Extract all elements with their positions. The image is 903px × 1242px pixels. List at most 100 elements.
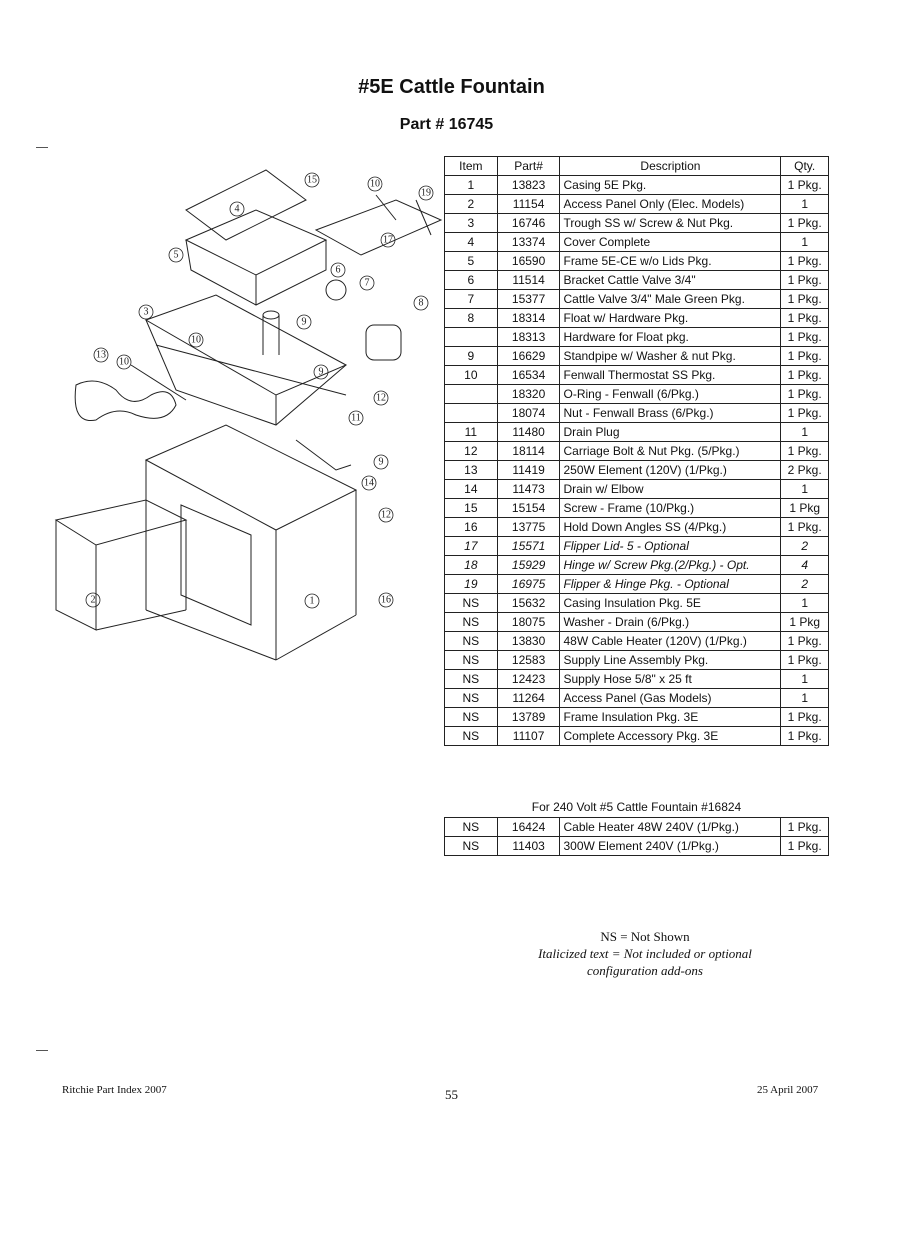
frame-part: [184, 209, 328, 276]
part-number-cell: 18314: [496, 308, 561, 328]
item-cell: NS: [444, 669, 498, 689]
qty-cell: 1 Pkg.: [780, 650, 829, 670]
part-number-cell: 18074: [496, 403, 561, 423]
item-cell: NS: [444, 836, 498, 856]
page-title: #5E Cattle Fountain: [358, 76, 545, 98]
callout-label: 16: [381, 595, 391, 606]
callout-label: 14: [364, 478, 374, 489]
flipper-lid-part: [314, 199, 443, 256]
description-cell: Bracket Cattle Valve 3/4": [559, 270, 782, 290]
qty-cell: 1 Pkg: [780, 612, 829, 632]
qty-cell: 1 Pkg.: [780, 441, 829, 461]
description-cell: Flipper Lid- 5 - Optional: [559, 536, 782, 556]
description-cell: 48W Cable Heater (120V) (1/Pkg.): [559, 631, 782, 651]
qty-cell: 1 Pkg: [780, 498, 829, 518]
item-cell: 2: [444, 194, 498, 214]
description-cell: Flipper & Hinge Pkg. - Optional: [559, 574, 782, 594]
description-cell: Access Panel Only (Elec. Models): [559, 194, 782, 214]
qty-cell: 1 Pkg.: [780, 726, 829, 746]
part-number-cell: 16424: [496, 817, 561, 837]
table-header-row: Item Part# Description Qty.: [444, 156, 829, 176]
qty-cell: 1 Pkg.: [780, 346, 829, 366]
part-number-cell: 15571: [496, 536, 561, 556]
qty-cell: 1 Pkg.: [780, 251, 829, 271]
part-number-cell: 16629: [496, 346, 561, 366]
item-cell: NS: [444, 707, 498, 727]
description-cell: Supply Hose 5/8" x 25 ft: [559, 669, 782, 689]
item-cell: 19: [444, 574, 498, 594]
part-number-cell: 11419: [496, 460, 561, 480]
description-cell: 300W Element 240V (1/Pkg.): [559, 836, 782, 856]
part-number-cell: 15377: [496, 289, 561, 309]
item-cell: 12: [444, 441, 498, 461]
item-cell: 17: [444, 536, 498, 556]
part-number-cell: 13789: [496, 707, 561, 727]
qty-cell: 1 Pkg.: [780, 403, 829, 423]
item-cell: 11: [444, 422, 498, 442]
qty-cell: 4: [780, 555, 829, 575]
footer-date: 25 April 2007: [757, 1084, 819, 1096]
callout-label: 9: [302, 317, 307, 328]
callout-label: 13: [96, 350, 106, 361]
part-number-cell: 11473: [496, 479, 561, 499]
qty-cell: 1 Pkg.: [780, 308, 829, 328]
qty-cell: 1 Pkg.: [780, 213, 829, 233]
part-number-cell: 16534: [496, 365, 561, 385]
qty-cell: 2: [780, 574, 829, 594]
description-cell: Hold Down Angles SS (4/Pkg.): [559, 517, 782, 537]
margin-mark: [36, 1050, 48, 1051]
page-number: 55: [445, 1087, 458, 1102]
qty-cell: 1: [780, 194, 829, 214]
part-number-cell: 12583: [496, 650, 561, 670]
description-cell: Frame Insulation Pkg. 3E: [559, 707, 782, 727]
cattle-valve-part: [325, 279, 347, 301]
italic-note-line-1: Italicized text = Not included or option…: [538, 946, 752, 961]
qty-cell: 1 Pkg.: [780, 517, 829, 537]
callout-label: 8: [419, 298, 424, 309]
part-number-cell: 18313: [496, 327, 561, 347]
item-cell: 9: [444, 346, 498, 366]
qty-cell: 1: [780, 688, 829, 708]
item-cell: 13: [444, 460, 498, 480]
description-cell: 250W Element (120V) (1/Pkg.): [559, 460, 782, 480]
qty-cell: 1 Pkg.: [780, 175, 829, 195]
description-cell: Nut - Fenwall Brass (6/Pkg.): [559, 403, 782, 423]
description-cell: Cover Complete: [559, 232, 782, 252]
item-cell: NS: [444, 650, 498, 670]
qty-cell: 1 Pkg.: [780, 836, 829, 856]
callout-label: 15: [307, 175, 317, 186]
description-cell: Casing Insulation Pkg. 5E: [559, 593, 782, 613]
qty-cell: 1: [780, 593, 829, 613]
callout-label: 9: [379, 457, 384, 468]
callout-label: 1: [310, 596, 315, 607]
callout-label: 19: [421, 188, 431, 199]
callout-label: 6: [336, 265, 341, 276]
item-cell: NS: [444, 817, 498, 837]
callout-label: 11: [351, 413, 361, 424]
item-cell: 14: [444, 479, 498, 499]
item-cell: NS: [444, 593, 498, 613]
trough-part: [144, 294, 348, 396]
item-cell: 8: [444, 308, 498, 328]
description-cell: Drain w/ Elbow: [559, 479, 782, 499]
item-cell: [444, 403, 498, 423]
description-cell: Supply Line Assembly Pkg.: [559, 650, 782, 670]
margin-mark: [36, 147, 48, 148]
part-number-cell: 11514: [496, 270, 561, 290]
